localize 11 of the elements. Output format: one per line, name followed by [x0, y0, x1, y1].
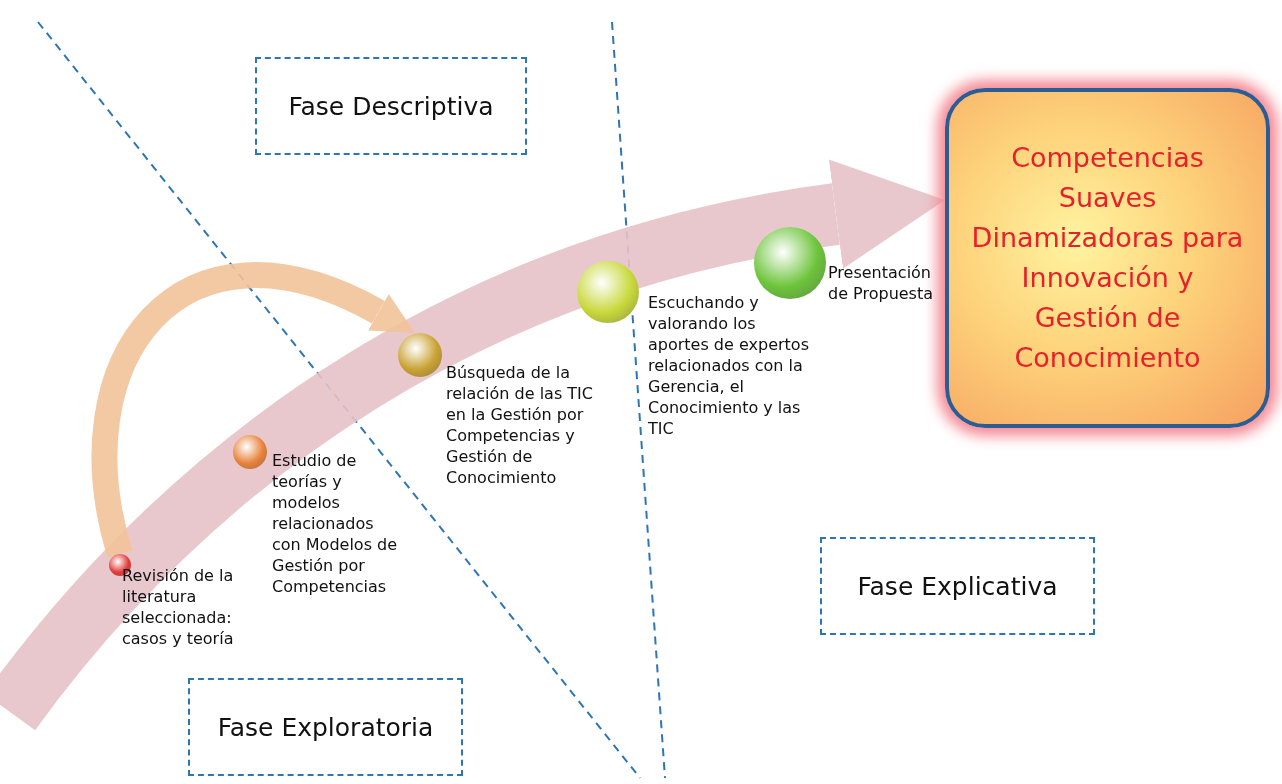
step-caption: Estudio de teorías y modelos relacionados con Modelos de Gestión por Competencias [272, 450, 399, 597]
step-caption: Búsqueda de la relación de las TIC en la Gestión por Competencias y Gestión de Conocimiento [446, 362, 594, 488]
arrow [91, 262, 417, 557]
result-box: Competencias Suaves Dinamizadoras para Innovación y Gestión de Conocimiento [945, 88, 1270, 428]
arrow [0, 159, 945, 731]
step-caption: Revisión de la literatura seleccionada: casos y teoría [122, 565, 235, 649]
phase-box: Fase Descriptiva [255, 57, 527, 155]
phase-box: Fase Explicativa [820, 537, 1095, 635]
step-caption: Presentación de Propuesta [828, 262, 935, 304]
phase-box: Fase Exploratoria [188, 678, 463, 776]
step-caption: Escuchando y valorando los aportes de expertos relacionados con la Gerencia, el Conocimiento y las TIC [648, 292, 810, 439]
